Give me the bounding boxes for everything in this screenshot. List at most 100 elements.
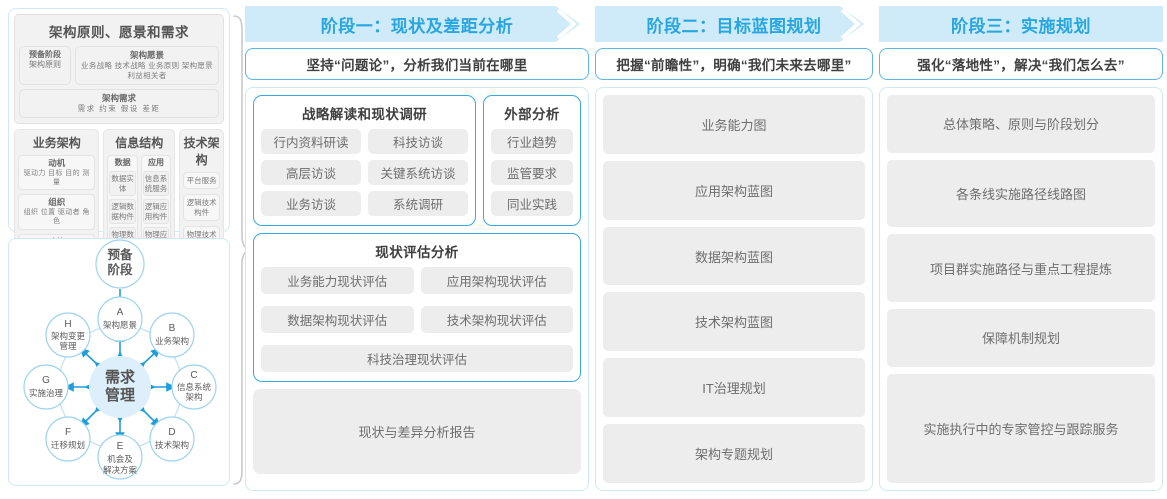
adm-node-E-label-2: 解决方案 xyxy=(103,465,138,475)
task-pill[interactable]: 业务访谈 xyxy=(261,191,361,216)
phase-3-body: 总体策略、原则与阶段划分 各条线实施路径线路图 项目群实施路径与重点工程提炼 保… xyxy=(879,87,1163,491)
adm-node-G-label: 实施治理 xyxy=(29,388,64,398)
deliverable-pill[interactable]: 数据架构蓝图 xyxy=(603,226,865,286)
adm-node-C-label-1: 信息系统 xyxy=(177,382,212,392)
deliverable-pill[interactable]: IT治理规划 xyxy=(603,358,865,418)
architecture-requirements-box: 架构需求 需求 约束 假设 差距 xyxy=(19,88,219,119)
business-architecture-item: 动机 驱动力 目标 目的 测量 xyxy=(18,155,96,191)
deliverable-pill[interactable]: 技术架构蓝图 xyxy=(603,292,865,352)
adm-node-B-key: B xyxy=(169,323,176,334)
architecture-principles-section: 架构原则、愿景和需求 预备阶段 架构原则 架构愿景 业务战略 技术战略 业务原则… xyxy=(14,14,224,125)
phase-3-title: 阶段三：实施规划 xyxy=(951,16,1091,36)
architecture-vision-name: 架构愿景 xyxy=(129,50,164,60)
adm-node-B-label: 业务架构 xyxy=(155,336,189,346)
adm-node-G-key: G xyxy=(42,375,50,386)
adm-cycle-panel: 预备 阶段 需求 管理 A 架构愿景 B 业务架构 C 信息系统 架构 xyxy=(8,238,230,486)
task-pill[interactable]: 行内资料研读 xyxy=(261,129,361,154)
phase-3-deliverables: 总体策略、原则与阶段划分 各条线实施路径线路图 项目群实施路径与重点工程提炼 保… xyxy=(887,95,1155,483)
adm-node-D-label: 技术架构 xyxy=(155,440,189,450)
phase-1-header[interactable]: 阶段一：现状及差距分析 xyxy=(245,6,589,42)
task-pill[interactable]: 数据架构现状评估 xyxy=(261,306,414,333)
task-pill[interactable]: 监管要求 xyxy=(491,160,573,185)
phase-3: 阶段三：实施规划 强化“落地性”，解决“我们怎么去” 总体策略、原则与阶段划分 … xyxy=(879,6,1163,491)
togaf-content-framework-panel: 架构原则、愿景和需求 预备阶段 架构原则 架构愿景 业务战略 技术战略 业务原则… xyxy=(8,8,230,329)
phase-1-subtitle: 坚持“问题论”，分析我们当前在哪里 xyxy=(245,48,589,80)
adm-node-F-key: F xyxy=(65,427,71,438)
task-pill[interactable]: 系统调研 xyxy=(368,191,468,216)
information-structure-header: 信息结构 xyxy=(115,136,164,151)
preliminary-phase-name: 预备阶段 xyxy=(29,50,61,59)
architecture-vision-box: 架构愿景 业务战略 技术战略 业务原则 架构愿景 利益相关者 xyxy=(75,46,219,85)
application-chip: 逻辑应用构件 xyxy=(142,199,170,224)
phases-container: 阶段一：现状及差距分析 坚持“问题论”，分析我们当前在哪里 战略解读和现状调研 … xyxy=(245,6,1163,495)
reference-column: 架构原则、愿景和需求 预备阶段 架构原则 架构愿景 业务战略 技术战略 业务原则… xyxy=(8,8,230,492)
task-pill[interactable]: 科技治理现状评估 xyxy=(261,345,573,372)
application-chip: 信息系统服务 xyxy=(142,171,170,197)
adm-node-H-key: H xyxy=(64,319,71,330)
task-pill[interactable]: 高层访谈 xyxy=(261,160,361,185)
adm-center-label-2: 管理 xyxy=(105,386,135,404)
task-pill[interactable]: 应用架构现状评估 xyxy=(420,267,573,294)
phase-1-body: 战略解读和现状调研 行内资料研读 高层访谈 业务访谈 科技访谈 关键系统访谈 xyxy=(245,87,589,491)
deliverable-pill[interactable]: 项目群实施路径与重点工程提炼 xyxy=(887,234,1155,302)
external-analysis-header: 外部分析 xyxy=(504,107,560,122)
adm-preliminary-label-2: 阶段 xyxy=(107,262,133,277)
task-pill[interactable]: 同业实践 xyxy=(491,191,573,216)
adm-center-label-1: 需求 xyxy=(105,368,136,386)
architecture-requirements-name: 架构需求 xyxy=(101,92,136,103)
data-chip: 数据实体 xyxy=(109,171,136,197)
chevron-right-icon xyxy=(840,8,862,40)
adm-node-H-label-1: 架构变更 xyxy=(51,331,86,341)
business-architecture-item: 组织 组织 位置 驱动者 角色 xyxy=(18,194,96,230)
togaf-panel-title: 架构原则、愿景和需求 xyxy=(49,25,189,40)
task-pill[interactable]: 业务能力现状评估 xyxy=(261,267,414,294)
strategy-research-group: 战略解读和现状调研 行内资料研读 高层访谈 业务访谈 科技访谈 关键系统访谈 xyxy=(253,95,476,226)
architecture-requirements-sub: 需求 约束 假设 差距 xyxy=(77,103,161,113)
preliminary-phase-box: 预备阶段 架构原则 xyxy=(19,46,71,85)
deliverable-pill[interactable]: 实施执行中的专家管控与跟踪服务 xyxy=(887,373,1155,483)
adm-cycle-diagram: 预备 阶段 需求 管理 A 架构愿景 B 业务架构 C 信息系统 架构 xyxy=(23,239,217,480)
phase-3-header[interactable]: 阶段三：实施规划 xyxy=(879,6,1163,42)
phase-3-subtitle: 强化“落地性”，解决“我们怎么去” xyxy=(879,48,1163,80)
phase-1: 阶段一：现状及差距分析 坚持“问题论”，分析我们当前在哪里 战略解读和现状调研 … xyxy=(245,6,589,491)
deliverable-pill[interactable]: 各条线实施路径线路图 xyxy=(887,159,1155,228)
task-pill[interactable]: 关键系统访谈 xyxy=(368,160,468,185)
phase-2-deliverables: 业务能力图 应用架构蓝图 数据架构蓝图 技术架构蓝图 IT治理规划 架构专题规划 xyxy=(603,95,865,483)
strategy-research-header: 战略解读和现状调研 xyxy=(301,107,428,122)
task-pill[interactable]: 科技访谈 xyxy=(368,129,468,154)
adm-node-H-label-2: 管理 xyxy=(59,341,77,351)
deliverable-pill[interactable]: 架构专题规划 xyxy=(603,424,865,483)
phase-1-report-card[interactable]: 现状与差异分析报告 xyxy=(253,389,581,474)
preliminary-phase-sub: 架构原则 xyxy=(29,60,61,69)
phase-2-header[interactable]: 阶段二：目标蓝图规划 xyxy=(595,6,873,42)
adm-preliminary-label-1: 预备 xyxy=(107,247,133,262)
phase-2: 阶段二：目标蓝图规划 把握“前瞻性”，明确“我们未来去哪里” 业务能力图 应用架… xyxy=(595,6,873,491)
adm-node-E-label-1: 机会及 xyxy=(107,454,133,464)
task-pill[interactable]: 技术架构现状评估 xyxy=(420,306,573,333)
adm-node-D-key: D xyxy=(168,427,175,438)
deliverable-pill[interactable]: 保障机制规划 xyxy=(887,308,1155,367)
phase-2-body: 业务能力图 应用架构蓝图 数据架构蓝图 技术架构蓝图 IT治理规划 架构专题规划 xyxy=(595,87,873,491)
external-analysis-group: 外部分析 行业趋势 监管要求 同业实践 xyxy=(483,95,581,226)
deliverable-pill[interactable]: 业务能力图 xyxy=(603,95,865,154)
current-state-assessment-group: 现状评估分析 业务能力现状评估 应用架构现状评估 数据架构现状评估 技术架构现状… xyxy=(253,233,581,382)
chevron-right-icon xyxy=(556,8,578,40)
phase-1-title: 阶段一：现状及差距分析 xyxy=(320,16,514,36)
data-chip: 逻辑数据构件 xyxy=(109,199,136,224)
current-state-assessment-header: 现状评估分析 xyxy=(375,245,459,260)
adm-node-C-label-2: 架构 xyxy=(185,392,202,402)
adm-node-C-key: C xyxy=(190,370,197,381)
technology-architecture-header: 技术架构 xyxy=(183,136,220,168)
deliverable-pill[interactable]: 总体策略、原则与阶段划分 xyxy=(887,95,1155,153)
business-architecture-header: 业务架构 xyxy=(32,136,81,151)
phase-2-title: 阶段二：目标蓝图规划 xyxy=(646,16,822,36)
adm-node-A-key: A xyxy=(117,307,124,318)
technology-chip: 平台服务 xyxy=(183,172,220,190)
phase-2-subtitle: 把握“前瞻性”，明确“我们未来去哪里” xyxy=(595,48,873,80)
architecture-vision-sub: 业务战略 技术战略 业务原则 架构愿景 利益相关者 xyxy=(81,61,213,80)
adm-node-F-label: 迁移规划 xyxy=(51,440,85,450)
adm-node-A-label: 架构愿景 xyxy=(103,320,137,330)
deliverable-pill[interactable]: 应用架构蓝图 xyxy=(603,160,865,220)
task-pill[interactable]: 行业趋势 xyxy=(491,129,573,154)
